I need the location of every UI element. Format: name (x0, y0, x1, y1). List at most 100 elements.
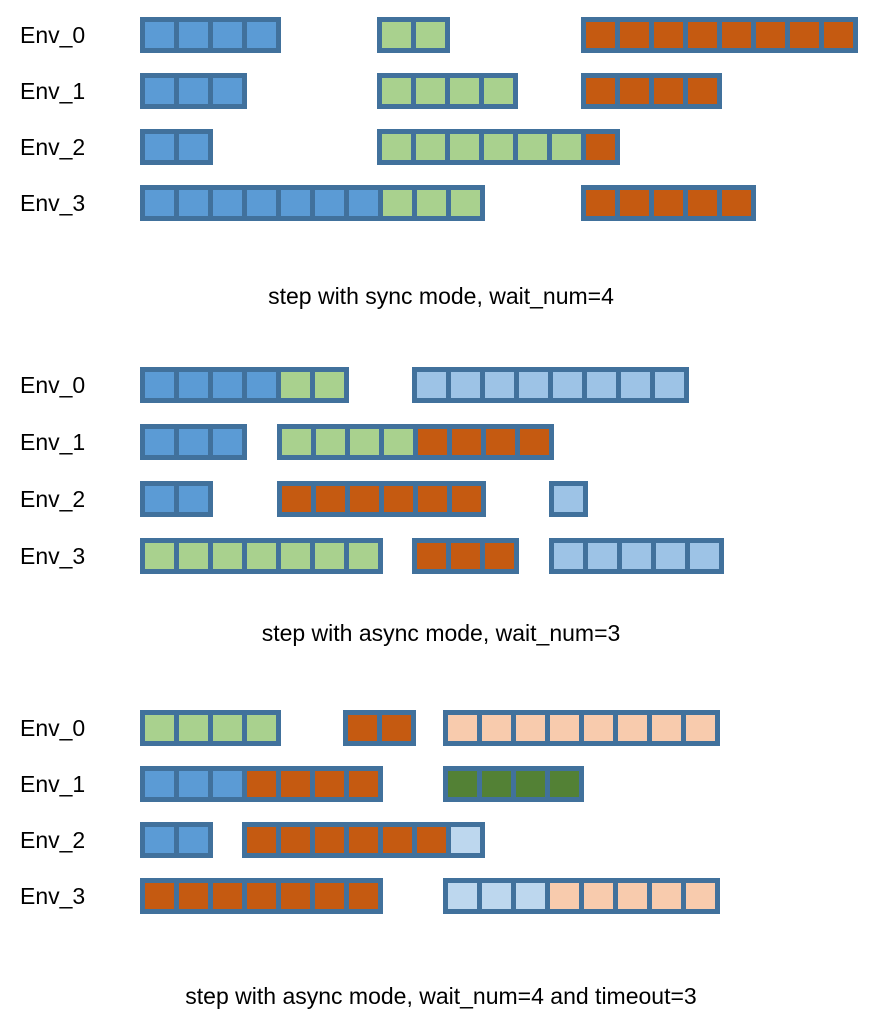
step-cell-orange (315, 883, 344, 909)
step-cell-orange (316, 486, 345, 512)
step-cell-green (416, 78, 445, 104)
step-cell-paleblue (451, 827, 480, 853)
step-bar (140, 822, 213, 858)
env-label: Env_2 (20, 134, 86, 160)
step-bar (242, 822, 485, 858)
step-cell-blue (145, 78, 174, 104)
step-cell-orange (349, 771, 378, 797)
step-cell-orange (247, 827, 276, 853)
env-label: Env_2 (20, 827, 86, 853)
step-cell-blue (349, 190, 378, 216)
step-cell-green (451, 190, 480, 216)
step-cell-lightorange (584, 715, 613, 741)
step-cell-green (383, 190, 412, 216)
env-row: Env_0 (0, 17, 882, 53)
step-cell-green (316, 429, 345, 455)
step-bar (140, 17, 281, 53)
step-cell-lightblue (621, 372, 650, 398)
step-cell-blue (281, 190, 310, 216)
step-cell-green (382, 22, 411, 48)
step-cell-green (281, 543, 310, 569)
step-cell-green (518, 134, 547, 160)
env-label: Env_1 (20, 78, 86, 104)
step-bar (140, 129, 213, 165)
step-cell-blue (213, 78, 242, 104)
step-cell-lightorange (584, 883, 613, 909)
step-cell-lightorange (550, 715, 579, 741)
env-row: Env_1 (0, 424, 882, 460)
step-bar (412, 538, 519, 574)
step-cell-orange (247, 883, 276, 909)
step-cell-lightblue (587, 372, 616, 398)
step-cell-green (484, 134, 513, 160)
step-cell-green (179, 715, 208, 741)
step-cell-blue (179, 190, 208, 216)
step-cell-blue (145, 190, 174, 216)
env-row: Env_1 (0, 73, 882, 109)
step-cell-orange (349, 827, 378, 853)
step-cell-orange (383, 827, 412, 853)
step-cell-darkgreen (550, 771, 579, 797)
env-row: Env_3 (0, 185, 882, 221)
step-cell-orange (756, 22, 785, 48)
step-cell-lightblue (588, 543, 617, 569)
step-cell-orange (384, 486, 413, 512)
step-cell-green (247, 543, 276, 569)
step-cell-paleblue (516, 883, 545, 909)
step-cell-orange (586, 190, 615, 216)
step-bar (140, 878, 383, 914)
panel-caption: step with sync mode, wait_num=4 (268, 283, 614, 309)
env-label: Env_0 (20, 372, 86, 398)
step-cell-blue (213, 372, 242, 398)
step-bar (277, 481, 486, 517)
env-label: Env_0 (20, 22, 86, 48)
step-cell-green (282, 429, 311, 455)
env-row: Env_2 (0, 481, 882, 517)
step-cell-orange (281, 883, 310, 909)
step-cell-darkgreen (482, 771, 511, 797)
step-cell-orange (348, 715, 377, 741)
env-row: Env_0 (0, 710, 882, 746)
step-cell-blue (145, 771, 174, 797)
step-cell-orange (654, 190, 683, 216)
step-bar (443, 710, 720, 746)
step-cell-lightblue (554, 486, 583, 512)
step-cell-orange (179, 883, 208, 909)
step-cell-orange (620, 190, 649, 216)
step-cell-orange (824, 22, 853, 48)
step-bar (140, 367, 349, 403)
step-bar (443, 878, 720, 914)
step-cell-orange (451, 543, 480, 569)
env-label: Env_1 (20, 771, 86, 797)
env-row: Env_0 (0, 367, 882, 403)
step-cell-lightorange (618, 715, 647, 741)
step-bar (140, 766, 383, 802)
step-bar (581, 73, 722, 109)
step-bar (581, 17, 858, 53)
step-bar (140, 710, 281, 746)
env-row: Env_2 (0, 129, 882, 165)
step-cell-blue (145, 827, 174, 853)
step-cell-lightorange (448, 715, 477, 741)
step-bar (140, 424, 247, 460)
step-cell-blue (179, 486, 208, 512)
step-cell-orange (452, 429, 481, 455)
step-cell-green (450, 78, 479, 104)
step-cell-lightorange (686, 883, 715, 909)
env-label: Env_3 (20, 190, 86, 216)
step-cell-green (384, 429, 413, 455)
step-cell-orange (247, 771, 276, 797)
step-cell-green (382, 78, 411, 104)
step-cell-green (315, 372, 344, 398)
step-cell-blue (145, 134, 174, 160)
step-cell-orange (418, 486, 447, 512)
step-cell-lightblue (655, 372, 684, 398)
step-cell-blue (213, 22, 242, 48)
step-bar (581, 185, 756, 221)
step-cell-orange (417, 827, 446, 853)
step-cell-lightblue (485, 372, 514, 398)
step-bar (277, 424, 554, 460)
step-cell-orange (282, 486, 311, 512)
step-cell-lightorange (516, 715, 545, 741)
step-cell-green (145, 715, 174, 741)
